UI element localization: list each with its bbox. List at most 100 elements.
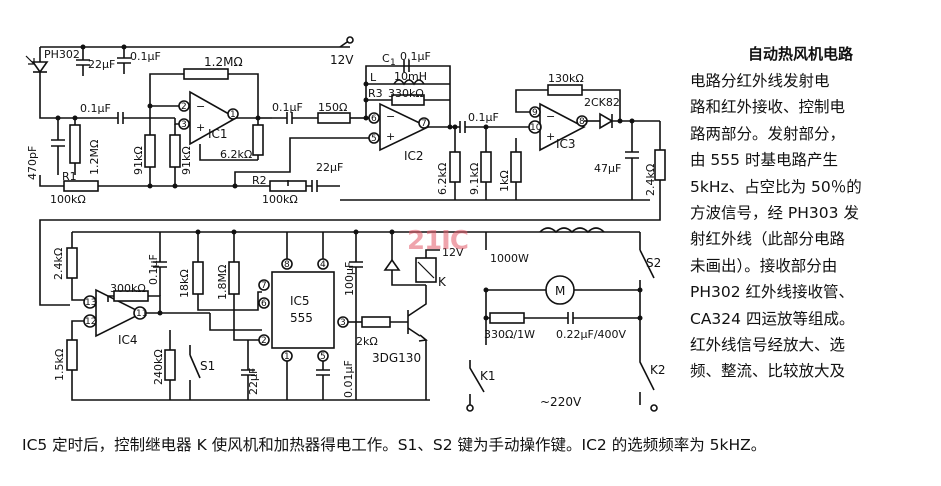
r-18k-label: 18kΩ [178, 269, 191, 298]
r-18m-label: 1.8MΩ [216, 265, 229, 300]
l-value: 10mH [394, 70, 427, 83]
svg-text:+: + [546, 130, 555, 143]
c-47uf-label: 47μF [594, 162, 621, 175]
c-470pf-label: 470pF [26, 146, 39, 180]
watermark-logo: 21IC [407, 226, 469, 256]
article-line: 5kHz、占空比为 50％的 [690, 177, 862, 196]
ic2-output-network: 0.1μF 6.2kΩ 9.1kΩ 1kΩ [340, 111, 650, 201]
ic5-label-1: IC5 [290, 294, 310, 308]
svg-text:2: 2 [261, 336, 267, 346]
ic2-opamp: − + IC2 6 5 7 C 1 0.1μF L 10mH R3 330kΩ [234, 50, 451, 186]
relay-driver: 100μF 3DG130 K 12V [343, 232, 464, 401]
input-network: 470pF 1.2MΩ R1 100kΩ [26, 118, 150, 206]
k1-label: K1 [480, 369, 496, 383]
ic4-opamp: 2.4kΩ IC4 13 12 11 300kΩ 0.1μF 1.5kΩ 240… [52, 231, 640, 401]
svg-text:−: − [546, 110, 555, 123]
svg-text:7: 7 [421, 119, 427, 129]
supply-relay-label: 12V [442, 246, 464, 259]
svg-text:2: 2 [181, 102, 187, 112]
svg-text:8: 8 [579, 117, 585, 127]
r-91k-b-label: 91kΩ [180, 146, 193, 175]
r-300k-label: 300kΩ [110, 282, 146, 295]
ic1-label: IC1 [208, 127, 228, 141]
svg-text:5: 5 [320, 352, 326, 362]
svg-text:+: + [386, 130, 395, 143]
ic1-bias-resistors: 91kΩ 91kΩ 6.2kΩ [132, 106, 264, 186]
r-15k-label: 1.5kΩ [53, 349, 66, 381]
r3-value: 330kΩ [388, 87, 424, 100]
s1-label: S1 [200, 359, 215, 373]
r-24k-ic4-label: 2.4kΩ [52, 248, 65, 280]
svg-text:+: + [196, 121, 205, 134]
r-12m-label: 1.2MΩ [204, 55, 243, 69]
d-2ck82-label: 2CK82 [584, 96, 620, 109]
article-line: CA324 四运放等组成。 [690, 309, 855, 328]
svg-text:10: 10 [530, 123, 542, 133]
r-2k-label: 2kΩ [356, 335, 378, 348]
article-line: PH302 红外线接收管、 [690, 283, 855, 302]
c-01uf-ic4-label: 0.1μF [147, 254, 160, 285]
r1-label: R1 [62, 170, 77, 183]
k2-label: K2 [650, 363, 666, 377]
article-continuation: IC5 定时后，控制继电器 K 使风机和加热器得电工作。S1、S2 键为手动操作… [22, 436, 767, 454]
c-22uf-r2-label: 22μF [316, 161, 343, 174]
svg-text:−: − [196, 100, 205, 113]
r2-label: R2 [252, 174, 267, 187]
svg-text:1: 1 [390, 58, 396, 68]
c-01uf-mid-label: 0.1μF [272, 101, 303, 114]
ic2-input-network: 0.1μF 150Ω [272, 101, 366, 124]
l-label: L [370, 71, 377, 84]
r2-value: 100kΩ [262, 193, 298, 206]
svg-text:4: 4 [320, 260, 326, 270]
c-22uf-ic5-label: 22μF [247, 368, 260, 395]
c-100uf-label: 100μF [343, 262, 356, 296]
r-12m-v-label: 1.2MΩ [88, 140, 101, 175]
svg-text:8: 8 [284, 260, 290, 270]
c-001uf-label: 0.01μF [342, 360, 355, 398]
r-130k-label: 130kΩ [548, 72, 584, 85]
c1-label: C [382, 52, 390, 65]
s2-label: S2 [646, 256, 661, 270]
r-1k-v-label: 1kΩ [498, 170, 511, 192]
article-line: 频、整流、比较放大及 [690, 362, 846, 381]
svg-text:11: 11 [136, 309, 147, 319]
svg-text:9: 9 [532, 108, 538, 118]
svg-text:6: 6 [371, 114, 377, 124]
svg-text:7: 7 [261, 281, 267, 291]
svg-text:5: 5 [371, 134, 377, 144]
ic3-opamp: − + IC3 9 10 8 130kΩ 2CK82 47μF 2.4kΩ [39, 72, 666, 306]
r1-value: 100kΩ [50, 193, 86, 206]
article-line: 路两部分。发射部分， [690, 124, 846, 143]
article-line: 路和红外接收、控制电 [690, 98, 846, 117]
article-line: 射红外线（此部分电路 [690, 230, 846, 249]
r-62k-label: 6.2kΩ [220, 148, 252, 161]
transistor-label: 3DG130 [372, 351, 421, 365]
mains-section: 1000W M 330Ω/1W 0.22μF/400V S2 K1 K2 ~22… [466, 227, 666, 412]
svg-text:3: 3 [181, 120, 187, 130]
motor-label: M [555, 284, 565, 298]
article-title: 自动热风机电路 [748, 45, 854, 63]
ic5-label-2: 555 [290, 311, 313, 325]
r3-label: R3 [368, 87, 383, 100]
c-in-01uf-label: 0.1μF [80, 102, 111, 115]
decoupling-caps: 22μF 0.1μF [76, 47, 161, 76]
supply-12v-label: 12V [330, 53, 354, 67]
article-body: 电路分红外线发射电 路和红外接收、控制电 路两部分。发射部分， 由 555 时基… [690, 68, 922, 385]
ic4-label: IC4 [118, 333, 138, 347]
svg-text:1: 1 [230, 110, 236, 120]
ic3-label: IC3 [556, 137, 576, 151]
article-line: 电路分红外线发射电 [690, 72, 830, 90]
c-22uf-top-label: 22μF [88, 58, 115, 71]
r-62k-v-label: 6.2kΩ [436, 163, 449, 195]
svg-text:6: 6 [261, 299, 267, 309]
mains-label: ~220V [540, 395, 582, 409]
r-91k-v-label: 9.1kΩ [468, 163, 481, 195]
article-line: 红外线信号经放大、选 [690, 336, 846, 355]
ic2-label: IC2 [404, 149, 424, 163]
article-line: 方波信号，经 PH303 发 [690, 204, 859, 223]
r-240k-label: 240kΩ [152, 349, 165, 385]
svg-text:−: − [386, 110, 395, 123]
c1-value: 0.1μF [400, 50, 431, 63]
c-022uf-label: 0.22μF/400V [556, 328, 627, 341]
